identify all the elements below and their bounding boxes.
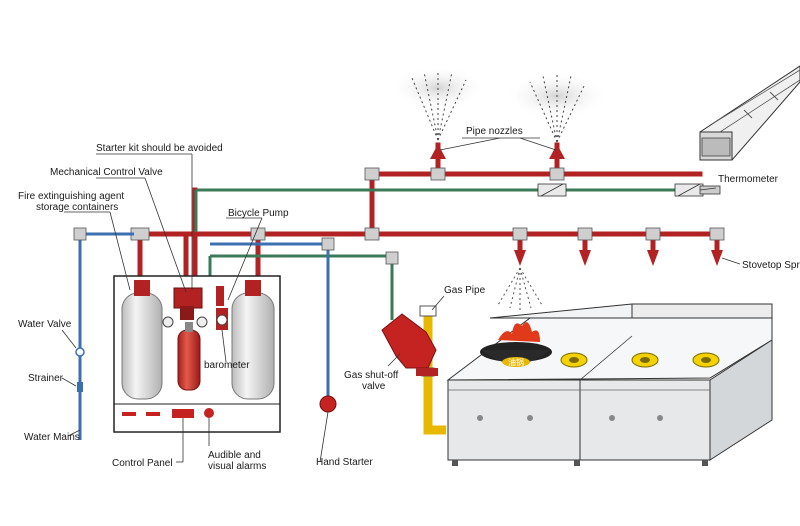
label-mechanical-valve: Mechanical Control Valve <box>50 167 163 178</box>
gas-shutoff-valve <box>381 313 438 376</box>
label-water-mains: Water Mains <box>24 432 80 443</box>
agent-cylinder-left <box>121 280 163 400</box>
pipe-nozzle-spray-right <box>505 72 609 143</box>
water-valve-icon <box>75 347 85 357</box>
label-starter-kit: Starter kit should be avoided <box>96 143 223 154</box>
commercial-stove <box>446 303 773 466</box>
mechanical-control-valve <box>162 287 208 328</box>
label-alarms-line1: Audible and <box>208 450 261 461</box>
label-barometer: barometer <box>204 360 250 371</box>
stovetop-spray-nozzles <box>430 144 723 266</box>
label-storage-line2: storage containers <box>36 202 118 213</box>
wok-sign: 油锅 <box>508 357 524 367</box>
label-gas-pipe: Gas Pipe <box>444 285 486 296</box>
pipe-fittings <box>130 167 725 241</box>
label-pipe-nozzles: Pipe nozzles <box>466 126 523 137</box>
label-alarms-line2: visual alarms <box>208 461 266 472</box>
water-pipe <box>78 232 330 440</box>
pipe-nozzle-spray-left <box>390 66 486 141</box>
bicycle-pump-icon <box>216 286 224 306</box>
barometer-icon <box>216 308 228 330</box>
thermometer-links <box>537 183 721 197</box>
agent-cylinder-right <box>231 280 275 400</box>
hand-starter-icon <box>319 395 337 413</box>
stovetop-spray-mist <box>497 267 543 310</box>
stove-burners <box>560 352 720 368</box>
leader-lines <box>61 137 741 463</box>
detection-line <box>194 188 720 320</box>
label-control-panel: Control Panel <box>112 458 173 469</box>
label-bicycle-pump: Bicycle Pump <box>228 208 289 219</box>
label-storage-line1: Fire extinguishing agent <box>18 191 124 202</box>
control-panel <box>122 408 214 418</box>
label-gas-shutoff-line1: Gas shut-off <box>344 370 399 381</box>
label-stovetop-spray: Stovetop Spray <box>742 260 800 271</box>
water-fittings <box>73 227 399 392</box>
wok-fire <box>480 322 552 367</box>
label-strainer: Strainer <box>28 373 64 384</box>
label-gas-shutoff-line2: valve <box>362 381 386 392</box>
alarm-icon <box>204 408 214 418</box>
label-thermometer: Thermometer <box>718 174 779 185</box>
exhaust-duct <box>699 65 800 161</box>
nitrogen-cylinder <box>177 322 201 391</box>
label-water-valve: Water Valve <box>18 319 72 330</box>
label-hand-starter: Hand Starter <box>316 457 373 468</box>
strainer-icon <box>77 382 83 392</box>
